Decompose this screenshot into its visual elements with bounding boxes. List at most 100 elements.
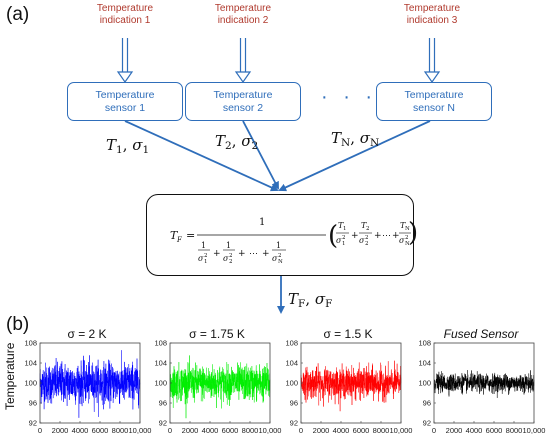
den-1-sub: 1 xyxy=(204,259,208,265)
x-tick-label: 0 xyxy=(168,426,172,435)
par-2-T-sub: 2 xyxy=(366,226,370,232)
y-tick-label: 108 xyxy=(154,339,167,348)
y-tick-label: 104 xyxy=(154,359,167,368)
indication-arrow-1 xyxy=(116,38,134,84)
x-tick-label: 2000 xyxy=(446,426,463,435)
den-plus-1: + xyxy=(213,249,221,259)
par-2-T: T xyxy=(361,221,367,230)
output-1-sigma-sub: 1 xyxy=(142,144,150,156)
y-tick-label: 96 xyxy=(290,399,298,408)
x-tick-label: 8000 xyxy=(242,426,259,435)
output-1-T: T xyxy=(106,136,117,154)
par-2-sigma-sub: 2 xyxy=(365,241,369,247)
panel-a-arrows xyxy=(116,38,441,314)
indication-3-line1: Temperature xyxy=(403,3,461,14)
series-trace xyxy=(433,370,535,398)
par-1-sigma: σ xyxy=(336,236,342,245)
x-tick-label: 4000 xyxy=(202,426,219,435)
x-tick-label: 10,000 xyxy=(523,426,546,435)
sensor-2-to-fusion-arrow xyxy=(242,120,279,190)
den-2-num: 1 xyxy=(226,241,231,250)
y-tick-label: 104 xyxy=(418,359,431,368)
output-1-sep: , xyxy=(122,136,128,154)
y-tick-label: 104 xyxy=(285,359,298,368)
formula-numerator: 1 xyxy=(259,217,265,228)
den-1-sq: 2 xyxy=(204,253,208,259)
par-1-T: T xyxy=(338,221,344,230)
formula-lhs-sub: F xyxy=(176,236,183,244)
chart-3-title: σ = 1.5 K xyxy=(323,327,373,341)
x-tick-label: 6000 xyxy=(222,426,239,435)
y-tick-label: 96 xyxy=(29,399,37,408)
par-2-sq: 2 xyxy=(365,235,369,241)
formula-equals: = xyxy=(186,229,195,242)
sensor-1-box: Temperature sensor 1 xyxy=(67,82,183,121)
par-2-sigma: σ xyxy=(359,236,365,245)
par-plus-2: + xyxy=(374,231,382,241)
series-trace xyxy=(300,360,402,412)
indication-3: Temperature indication 3 xyxy=(377,3,487,27)
y-tick-label: 104 xyxy=(24,359,37,368)
sensor-2-output: T2, σ2 xyxy=(215,132,258,152)
chart-1-title: σ = 2 K xyxy=(67,327,107,341)
par-1-T-sub: 1 xyxy=(343,226,347,232)
output-2-T: T xyxy=(215,132,226,150)
x-tick-label: 8000 xyxy=(112,426,129,435)
sensor-n-output: TN, σN xyxy=(331,129,379,149)
y-tick-label: 96 xyxy=(159,399,167,408)
sensor-n-line2: sensor N xyxy=(412,101,455,114)
den-plus-3: + xyxy=(262,249,270,259)
chart-4-title: Fused Sensor xyxy=(443,327,519,341)
indication-1-line1: Temperature xyxy=(96,3,154,14)
par-plus-1: + xyxy=(351,231,359,241)
x-tick-label: 6000 xyxy=(486,426,503,435)
indication-arrow-2 xyxy=(234,38,252,84)
sensor-n-box: Temperature sensor N xyxy=(376,82,492,121)
series-trace xyxy=(39,350,141,418)
fused-T-sub: F xyxy=(298,298,306,310)
den-dots: ⋯ xyxy=(249,249,258,259)
x-tick-label: 6000 xyxy=(353,426,370,435)
par-n-sigma-sub: N xyxy=(405,241,410,247)
y-tick-label: 92 xyxy=(159,419,167,428)
indication-2-line1: Temperature xyxy=(214,3,272,14)
par-1-sigma-sub: 1 xyxy=(342,241,346,247)
output-n-T-sub: N xyxy=(341,137,351,149)
x-tick-label: 2000 xyxy=(182,426,199,435)
den-2-sq: 2 xyxy=(229,253,233,259)
den-1-num: 1 xyxy=(201,241,206,250)
output-1-sigma: σ xyxy=(132,136,143,154)
output-n-sigma: σ xyxy=(359,129,371,147)
x-tick-label: 4000 xyxy=(72,426,89,435)
x-tick-label: 0 xyxy=(38,426,42,435)
x-tick-label: 10,000 xyxy=(129,426,152,435)
x-tick-label: 4000 xyxy=(333,426,350,435)
y-tick-label: 108 xyxy=(418,339,431,348)
x-tick-label: 8000 xyxy=(506,426,523,435)
output-n-T: T xyxy=(331,129,342,147)
sensor-1-output: T1, σ1 xyxy=(106,136,149,156)
x-tick-label: 0 xyxy=(432,426,436,435)
formula-lhs: T xyxy=(170,229,179,242)
y-tick-label: 108 xyxy=(285,339,298,348)
sensor-2-box: Temperature sensor 2 xyxy=(185,82,301,121)
fused-sigma: σ xyxy=(314,290,326,308)
den-n-num: 1 xyxy=(276,241,281,250)
par-dots: ⋯ xyxy=(382,231,391,241)
par-plus-3: + xyxy=(392,231,400,241)
panel-a-label: (a) xyxy=(6,4,30,25)
indication-2-line2: indication 2 xyxy=(217,15,269,26)
output-2-sep: , xyxy=(231,132,237,150)
den-n-sq: 2 xyxy=(278,253,282,259)
y-tick-label: 96 xyxy=(423,399,431,408)
par-n-T: T xyxy=(400,221,406,230)
indication-arrow-3 xyxy=(423,38,441,84)
series-trace xyxy=(169,355,271,419)
y-tick-label: 100 xyxy=(24,379,37,388)
indication-2: Temperature indication 2 xyxy=(188,3,298,27)
sensor-1-line2: sensor 1 xyxy=(104,101,146,114)
